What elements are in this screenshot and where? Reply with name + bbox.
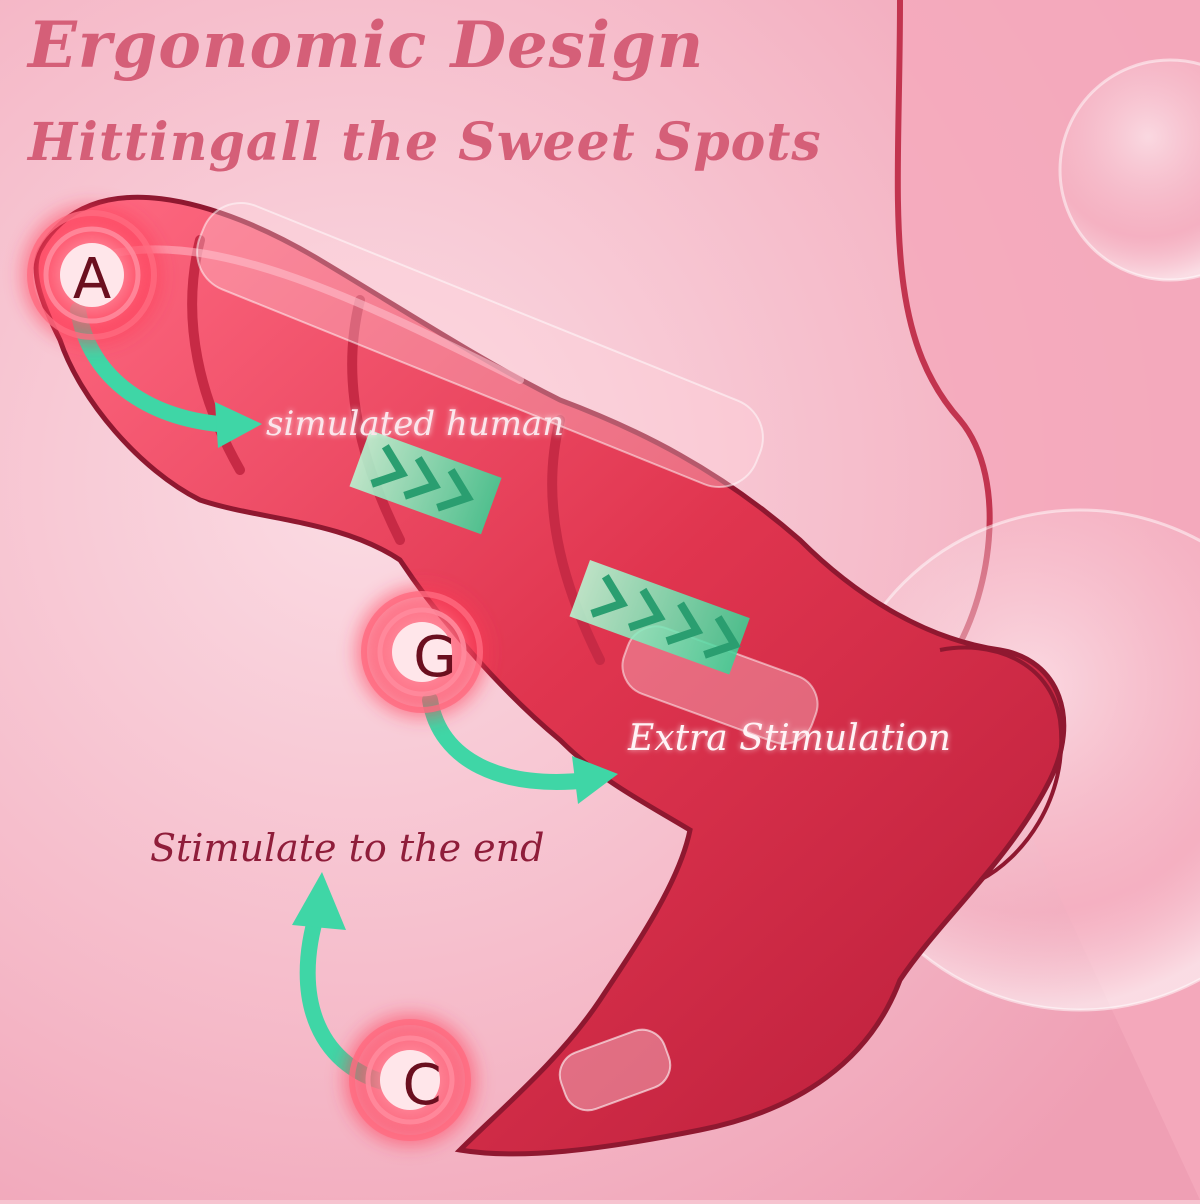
ridge <box>547 415 605 665</box>
internal-motor <box>196 201 764 489</box>
ridge <box>347 295 405 545</box>
arrow-a-head <box>215 402 262 448</box>
marker-a-icon: A <box>12 195 172 355</box>
callout-simulated-human: simulated human <box>266 404 565 444</box>
page-subtitle: Hittingall the Sweet Spots <box>28 112 822 173</box>
marker-g-icon: G <box>346 576 498 728</box>
tail-motor <box>558 1028 672 1112</box>
marker-c-icon: C <box>334 1004 486 1156</box>
callout-stimulate-end: Stimulate to the end <box>150 826 545 870</box>
base-outline <box>939 645 1064 882</box>
marker-g-letter: G <box>413 625 456 690</box>
marker-c-letter: C <box>402 1053 441 1118</box>
callout-extra-stimulation: Extra Stimulation <box>628 718 951 759</box>
marker-a-letter: A <box>73 247 111 312</box>
motion-chevrons <box>349 430 750 675</box>
product-shape <box>33 194 1067 1157</box>
product-body <box>33 194 1067 1157</box>
arrow-c-head <box>292 872 346 930</box>
bubble-top <box>1058 58 1200 282</box>
page-title: Ergonomic Design <box>28 8 705 83</box>
arrow-g-head <box>572 756 618 804</box>
